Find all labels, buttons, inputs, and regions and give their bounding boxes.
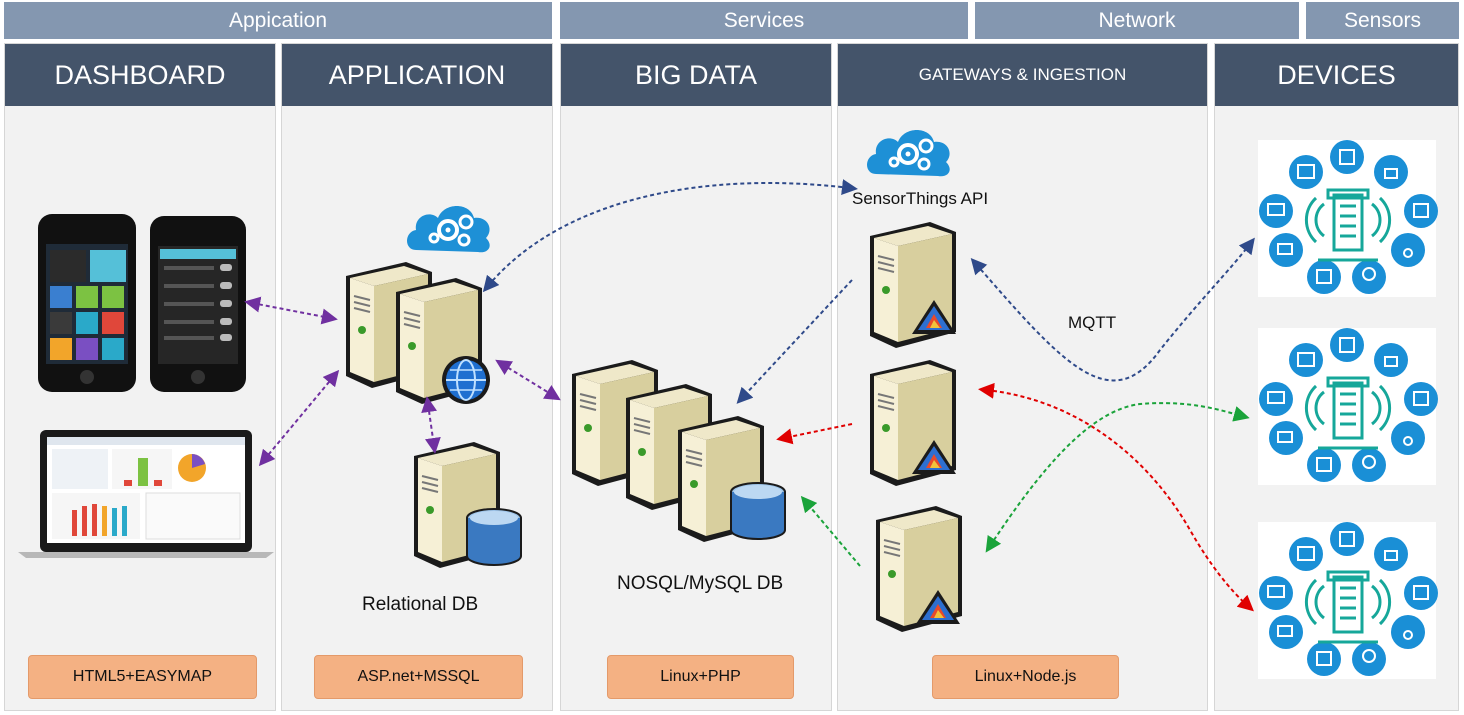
- sensorthings-api-label: SensorThings API: [852, 189, 989, 208]
- band-application: Appication: [4, 2, 552, 39]
- arrow-gateway3-devices2: [985, 402, 1250, 553]
- column-dashboard-title: DASHBOARD: [5, 44, 275, 106]
- arrow-mqtt: [970, 237, 1255, 382]
- arrow-gateway2-devices3: [978, 382, 1254, 612]
- tech-box-gateways: Linux+Node.js: [932, 655, 1119, 699]
- arrow-phone-app: [244, 296, 338, 325]
- iot-building-icon: [1256, 520, 1440, 681]
- column-application-title: APPLICATION: [282, 44, 552, 106]
- relational-db-label: Relational DB: [362, 594, 479, 615]
- iot-building-icon: [1256, 326, 1440, 487]
- tech-box-dashboard: HTML5+EASYMAP: [28, 655, 257, 699]
- band-application-label: Appication: [228, 8, 328, 32]
- band-network-label: Network: [1098, 8, 1176, 32]
- band-network: Network: [975, 2, 1299, 39]
- column-devices-title: DEVICES: [1215, 44, 1458, 106]
- band-sensors-label: Sensors: [1343, 8, 1422, 32]
- smartphone-icon: [38, 214, 136, 392]
- tech-box-big-data: Linux+PHP: [607, 655, 794, 699]
- nosql-db-label: NOSQL/MySQL DB: [617, 573, 784, 594]
- band-services: Services: [560, 2, 968, 39]
- smartphone-list-icon: [150, 216, 246, 392]
- arrow-app-relational-db: [421, 396, 441, 454]
- arrow-gateway-bigdata: [736, 279, 853, 404]
- arrow-gateway2-bigdata: [776, 423, 853, 445]
- arrow-gateway3-bigdata: [800, 495, 861, 567]
- database-icon: [466, 508, 522, 566]
- database-icon: [730, 482, 786, 540]
- arrow-app-bigdata: [495, 359, 561, 401]
- arrow-laptop-app: [258, 369, 340, 467]
- column-gateways-title: GATEWAYS & INGESTION: [838, 44, 1207, 106]
- arrow-app-sensorthings: [482, 179, 858, 293]
- tech-box-application: ASP.net+MSSQL: [314, 655, 523, 699]
- iot-building-icon: [1256, 138, 1440, 299]
- cloud-gears-icon: [405, 204, 492, 255]
- column-big-data-title: BIG DATA: [561, 44, 831, 106]
- laptop-icon: [18, 430, 274, 558]
- cloud-gears-icon: [865, 128, 952, 179]
- band-services-label: Services: [723, 8, 805, 32]
- globe-icon: [442, 356, 490, 404]
- band-sensors: Sensors: [1306, 2, 1459, 39]
- mqtt-label: MQTT: [1068, 313, 1117, 332]
